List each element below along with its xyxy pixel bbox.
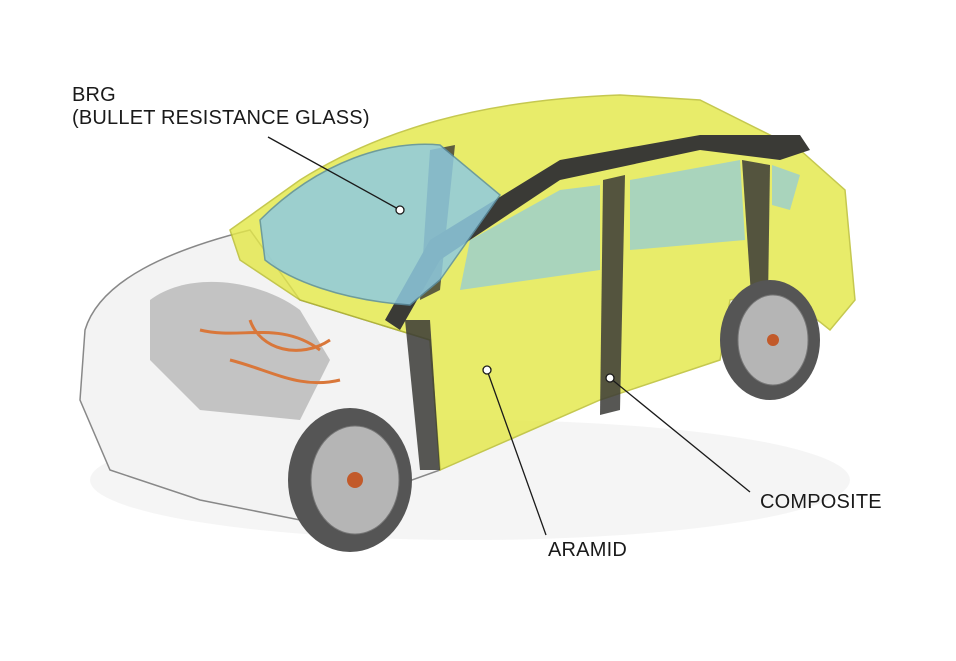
aramid-marker-dot bbox=[482, 365, 492, 375]
bulletproof-windshield bbox=[259, 143, 502, 306]
composite-c-pillar bbox=[742, 160, 770, 310]
composite-label: COMPOSITE bbox=[760, 491, 882, 513]
composite-marker-dot bbox=[605, 373, 615, 383]
composite-b-pillar bbox=[600, 175, 625, 415]
leader-lines bbox=[267, 136, 751, 536]
rear-wheel bbox=[720, 280, 820, 400]
wiring-harness bbox=[199, 319, 341, 385]
rear-side-window bbox=[630, 160, 745, 250]
composite-a-pillar bbox=[405, 320, 440, 470]
brg-label: BRG bbox=[72, 84, 116, 106]
quarter-window bbox=[772, 165, 800, 210]
brg-marker-dot bbox=[395, 205, 405, 215]
front-side-window bbox=[460, 185, 600, 290]
brg-leader-line bbox=[267, 136, 401, 211]
brg-full-label: (BULLET RESISTANCE GLASS) bbox=[72, 107, 370, 129]
engine-bay bbox=[150, 281, 330, 420]
composite-leader-line bbox=[609, 377, 751, 493]
front-wheel bbox=[288, 408, 412, 552]
aramid-leader-line bbox=[486, 369, 547, 536]
aramid-label: ARAMID bbox=[548, 539, 627, 561]
